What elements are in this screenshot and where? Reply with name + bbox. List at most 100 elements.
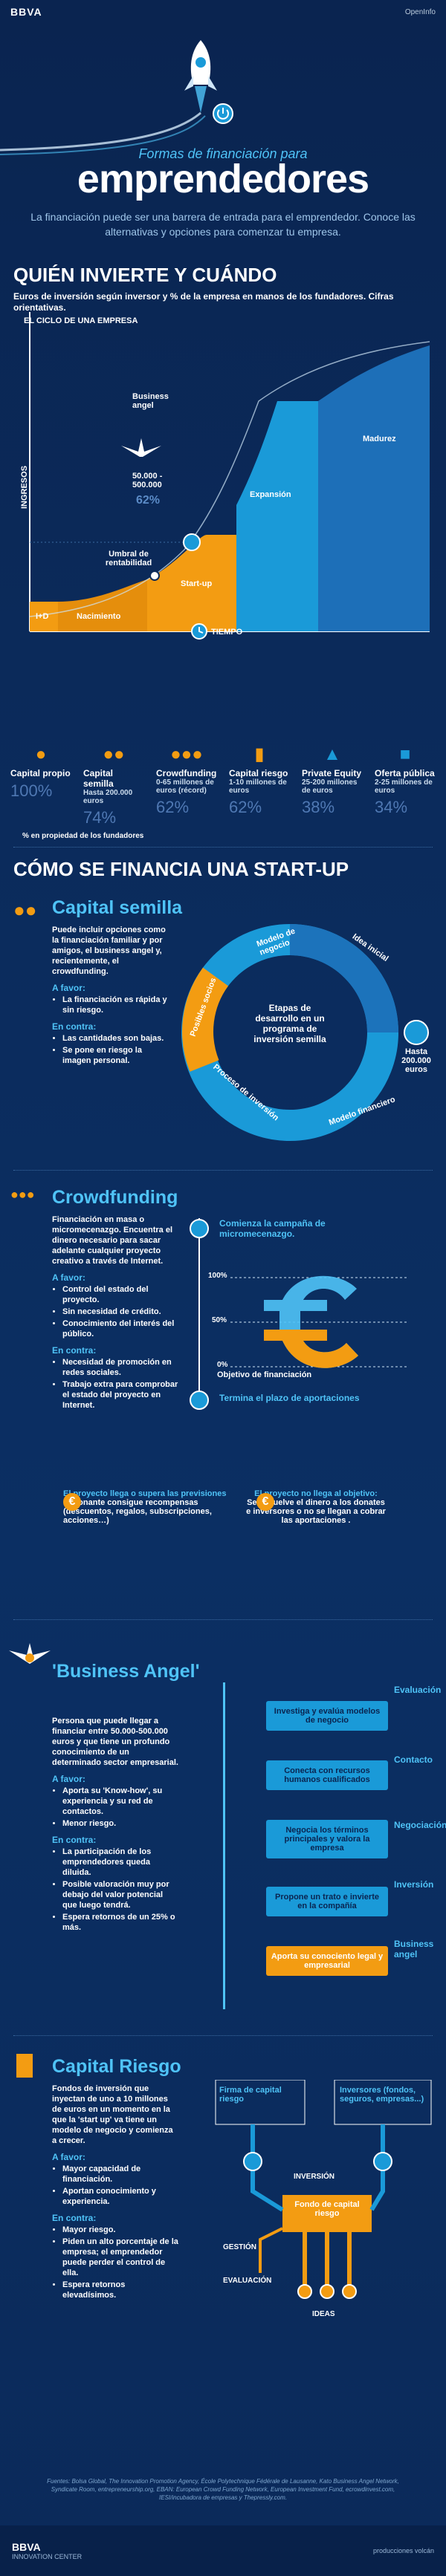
crowd-ko: El proyecto no llega al objetivo: Se dev… [246,1489,386,1525]
crowd-icon: ●●● [170,744,203,764]
crowd-p100: 100% [208,1272,227,1280]
clock-icon [190,1219,209,1238]
sources: Fuentes: Bolsa Global, The Innovation Pr… [47,2478,399,2501]
angel-step: Aporta su conociento legal y empresarial [266,1946,388,1976]
riesgo-fondo: Fondo de capital riesgo [294,2200,360,2218]
ring-center-text: Etapas de desarrollo en un programa de i… [253,1003,326,1044]
group-icon: ●● [103,744,125,764]
startup-power-icon [183,533,201,551]
crowd-p50: 50% [212,1316,227,1324]
crowd-title: Crowdfunding [52,1187,178,1208]
footer: BBVA INNOVATION CENTER producciones volc… [0,2525,446,2576]
angel-step: Negocia los términos principales y valor… [266,1820,388,1858]
riesgo-firma: Firma de capital riesgo [219,2086,282,2104]
side-business-angel: Business angel [394,1939,434,1959]
divider [13,2035,433,2036]
riesgo-title: Capital Riesgo [52,2056,181,2077]
riesgo-ideas: IDEAS [312,2310,335,2318]
investor-pct: 38% [302,798,335,816]
how-title: CÓMO SE FINANCIA UNA START-UP [13,858,349,880]
label-nacimiento: Nacimiento [77,612,121,621]
side-negociacion: Negociación [394,1820,446,1830]
top-bar: BBVA OpenInfo [0,0,446,24]
phase-expansion [236,401,318,631]
angel-step: Propone un trato e invierte en la compañ… [266,1887,388,1916]
riesgo-evaluacion: EVALUACIÓN [223,2277,272,2285]
euro-coin-icon [404,1020,429,1045]
hero: Formas de financiación para emprendedore… [0,24,446,247]
phase-madurez [318,345,430,631]
riesgo-text: Fondos de inversión que inyectan de uno … [52,2084,178,2302]
label-umbral: Umbral de rentabilidad [105,550,152,567]
pct-note: % en propiedad de los fundadores [22,832,144,840]
riesgo-inversion: INVERSIÓN [294,2173,335,2181]
investor-private-equity: ▲ Private Equity 25-200 millones de euro… [302,735,363,827]
angel-title: 'Business Angel' [52,1661,200,1682]
investor-capital-riesgo: ▮ Capital riesgo 1-10 millones de euros … [229,735,290,827]
seed-ring-diagram [181,924,429,1141]
bbva-logo[interactable]: BBVA [10,6,42,18]
semilla-text: Puede incluir opciones como la financiac… [52,925,171,1067]
riesgo-inversores: Inversores (fondos, seguros, empresas...… [340,2086,424,2104]
angel-wings-icon [9,1643,51,1664]
label-ba-amount: 50.000 - 500.000 [132,472,163,489]
investor-capital-semilla: ●● Capital semilla Hasta 200.000 euros 7… [83,735,144,827]
chart-title: EL CICLO DE UNA EMPRESA [24,316,138,325]
cycle-chart-svg [29,312,430,640]
euro-coin-icon: € [256,1493,274,1511]
riesgo-gestion: GESTIÓN [223,2243,257,2251]
y-axis-label: INGRESOS [20,465,30,510]
divider [13,1170,433,1171]
person-icon: ● [35,744,47,764]
rocket-trail [0,111,206,155]
investor-row: ● Capital propio 100% ●● Capital semilla… [10,735,436,827]
who-subtitle: Euros de inversión según inversor y % de… [13,291,394,313]
investor-capital-propio: ● Capital propio 100% [10,735,71,827]
riesgo-flow-diagram [215,2080,432,2299]
angel-flow-line [223,1682,225,2009]
crowd-p0: 0% [217,1361,228,1369]
investor-crowdfunding: ●●● Crowdfunding 0-65 millones de euros … [156,735,217,827]
private-equity-icon: ▲ [323,744,341,764]
company-cycle-chart: EL CICLO DE UNA EMPRESA INGRESOS TIEMPO … [13,312,433,654]
side-contacto: Contacto [394,1754,433,1765]
footer-brand: BBVA INNOVATION CENTER [12,2541,83,2560]
public-offer-icon: ■ [399,744,411,764]
building-icon [16,2054,33,2078]
angel-step: Conecta con recursos humanos cualificado… [266,1760,388,1790]
footer-partner: producciones volcán [372,2547,434,2554]
investor-pct: 34% [375,798,408,816]
seed-people-icon: ●● [13,899,37,921]
hero-subtitle: Formas de financiación para [138,146,308,161]
divider [13,847,433,848]
crowd-ok: El proyecto llega o supera las prevision… [63,1489,227,1525]
rocket-icon [184,40,217,113]
investor-pct: 74% [83,808,117,827]
crowd-start: Comienza la campaña de micromecenazgo. [219,1218,326,1239]
side-evaluacion: Evaluación [394,1685,442,1695]
euro-coin-icon: € [63,1493,81,1511]
investor-pct: 62% [156,798,190,816]
hero-intro: La financiación puede ser una barrera de… [30,211,416,238]
x-axis-label: TIEMPO [211,628,243,637]
crowd-end: Termina el plazo de aportaciones [219,1393,360,1403]
crowd-euro-diagram [190,1218,409,1410]
ring-amount: Hasta 200.000 euros [401,1047,431,1074]
label-ba-pct: 62% [136,494,161,507]
label-madurez: Madurez [363,435,396,443]
semilla-title: Capital semilla [52,897,183,918]
power-icon [213,103,233,124]
phase-startup [147,535,236,631]
clock-icon [190,1391,209,1410]
angel-text: Persona que puede llegar a financiar ent… [52,1716,178,1934]
crowd-objetivo: Objetivo de financiación [217,1370,312,1379]
angel-wings-icon [121,438,161,457]
angel-step: Investiga y evalúa modelos de negocio [266,1701,388,1731]
crowd-text: Financiación en masa o micromecenazgo. E… [52,1214,178,1412]
hero-title: emprendedores [77,157,369,201]
label-expansion: Expansión [250,490,291,499]
investor-pct: 100% [10,781,53,800]
label-id: I+D [36,612,49,621]
openinfo-logo: OpenInfo [404,7,436,16]
